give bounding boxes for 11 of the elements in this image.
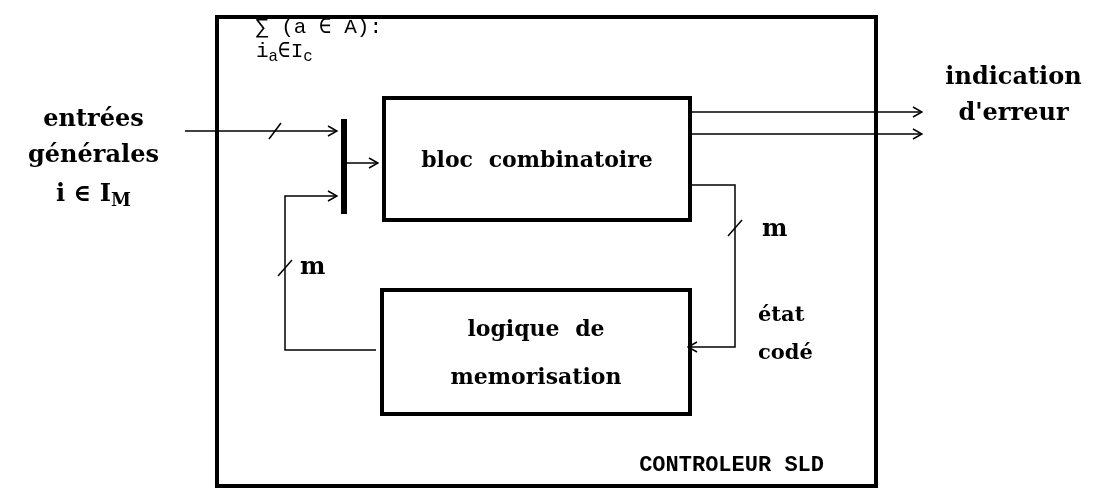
signal-label: état codé [758, 300, 814, 366]
signal-label: i ∈ I$_{M}$ [56, 177, 131, 210]
bus-arrow [277, 190, 377, 351]
process-box: logique de memorisation [380, 288, 692, 416]
signal-label: indication d'erreur [944, 60, 1083, 128]
bus-bar [341, 119, 347, 214]
bus-arrow [184, 122, 338, 140]
controller-box [215, 15, 878, 488]
process-box: bloc combinatoire [382, 96, 692, 222]
bus-arrow [687, 184, 743, 353]
box-title: CONTROLEUR SLD [639, 452, 824, 480]
